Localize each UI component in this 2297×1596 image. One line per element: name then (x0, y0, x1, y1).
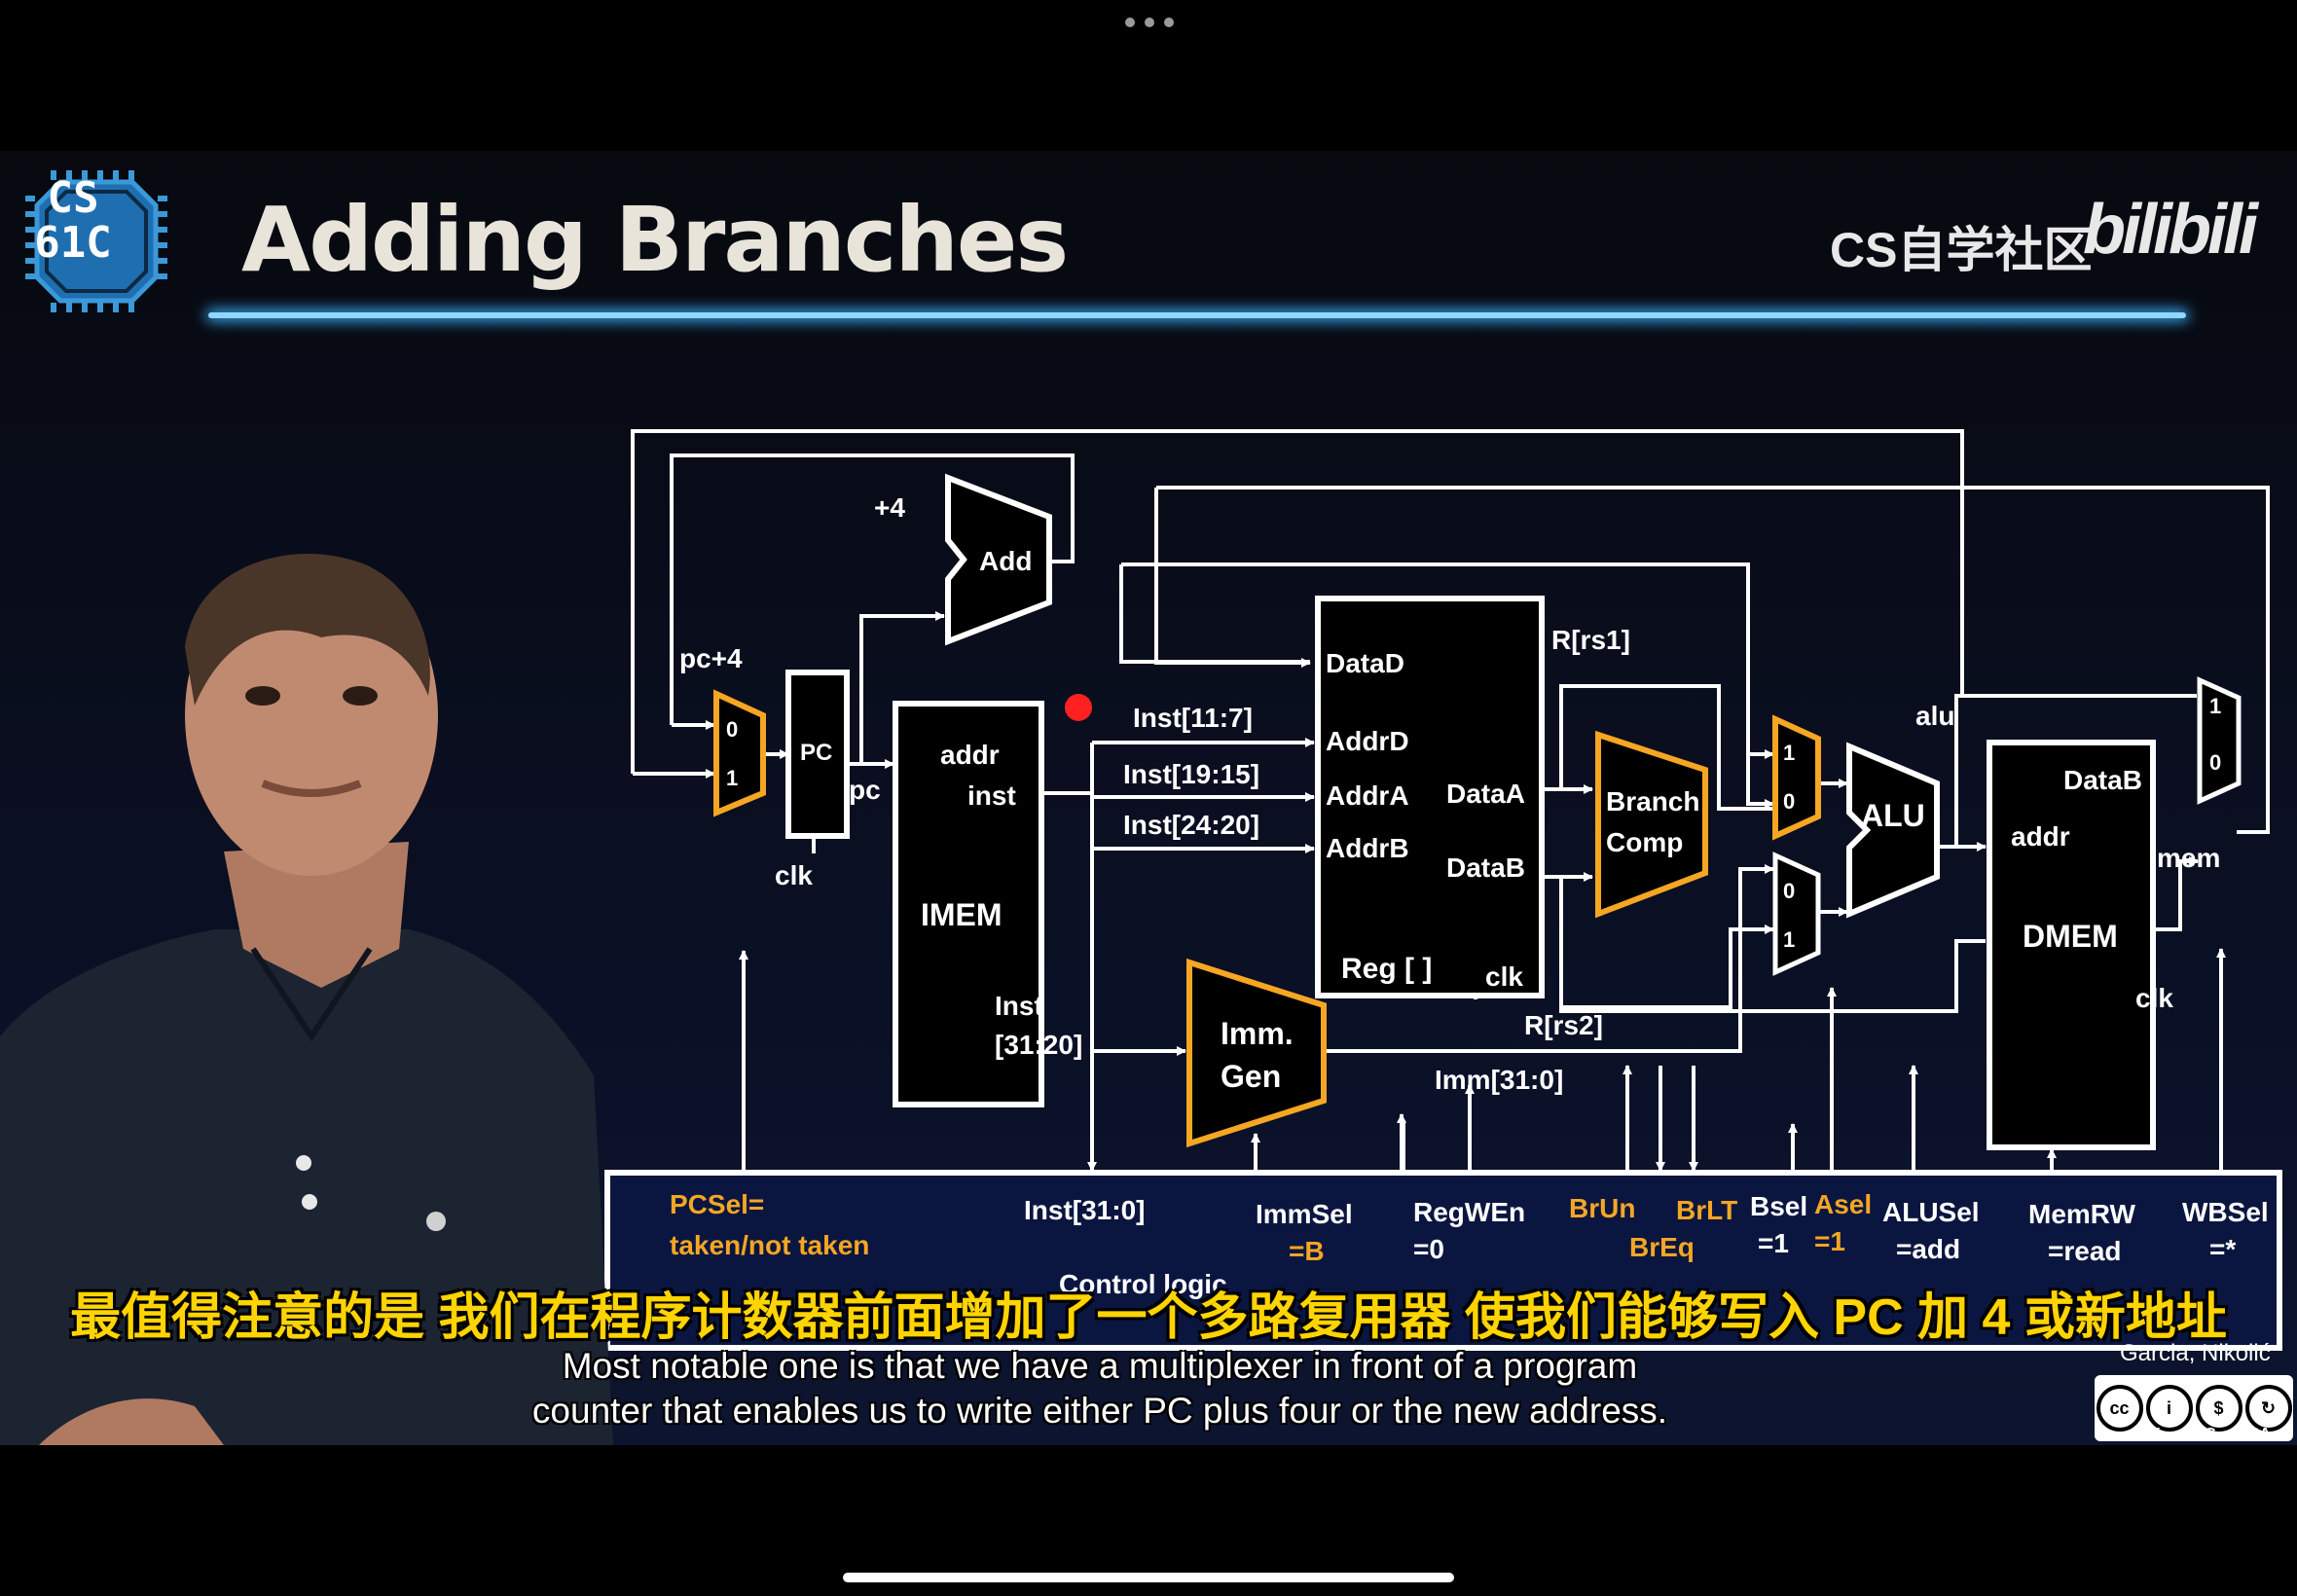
nc-icon: $ (2195, 1385, 2242, 1432)
imem-inst-label: inst (967, 780, 1016, 811)
subtitle-chinese: 最值得注意的是 我们在程序计数器前面增加了一个多路复用器 使我们能够写入 PC … (70, 1289, 2227, 1346)
control-logic-label: Control logic (1059, 1269, 1227, 1299)
immsel-value: =B (1289, 1236, 1325, 1266)
mux-pc-1: 1 (726, 766, 738, 790)
pc-out-label: pc (849, 775, 881, 805)
pc-register-label: PC (800, 740, 832, 766)
addrd-label: AddrD (1326, 726, 1409, 756)
imm-gen-label-2: Gen (1221, 1059, 1281, 1094)
alusel-label: ALUSel (1882, 1197, 1980, 1227)
bsel-value: =1 (1758, 1228, 1789, 1258)
subtitle-english-line1: Most notable one is that we have a multi… (562, 1346, 1638, 1386)
mux-wb-0: 0 (2209, 750, 2221, 775)
r-rs2-label: R[rs2] (1524, 1010, 1603, 1040)
mem-label: mem (2157, 843, 2220, 873)
memrw-value: =read (2048, 1236, 2122, 1266)
branch-comp-label-2: Comp (1606, 827, 1683, 857)
imem-label: IMEM (921, 897, 1003, 932)
laser-pointer (1065, 694, 1092, 721)
breq-label: BrEq (1629, 1232, 1695, 1262)
imm-31-0-label: Imm[31:0] (1435, 1065, 1563, 1095)
branch-comp-label-1: Branch (1606, 786, 1699, 816)
dmem-label: DMEM (2023, 919, 2118, 954)
mux-pc-0: 0 (726, 717, 738, 742)
cc-by-label: BY (2138, 1426, 2161, 1442)
brun-label: BrUn (1569, 1193, 1635, 1223)
regwen-value: =0 (1413, 1234, 1444, 1264)
subtitle-english-line2: counter that enables us to write either … (531, 1391, 1668, 1431)
datab-reg-label: DataB (1446, 852, 1525, 883)
mux-b-0: 0 (1783, 879, 1795, 903)
mux-b-1: 1 (1783, 927, 1795, 952)
cc-sa-label: SA (2248, 1426, 2271, 1442)
inst-11-7-label: Inst[11:7] (1133, 703, 1253, 733)
asel-label: Asel (1814, 1189, 1872, 1219)
author-credit: Garcia, Nikolić (2120, 1340, 2271, 1366)
alu-out-label: alu (1915, 701, 1954, 731)
wbsel-value: =* (2209, 1234, 2236, 1264)
datad-label: DataD (1326, 648, 1404, 678)
add-label: Add (979, 546, 1032, 576)
plus4-label: +4 (874, 492, 905, 523)
brlt-label: BrLT (1676, 1195, 1737, 1225)
control-logic-box (604, 1170, 2282, 1351)
addra-label: AddrA (1326, 780, 1409, 811)
by-icon: i (2145, 1385, 2193, 1432)
control-inst-label: Inst[31:0] (1024, 1195, 1145, 1225)
addrb-label: AddrB (1326, 833, 1409, 863)
regwen-label: RegWEn (1413, 1197, 1525, 1227)
inst-31-20-label: Inst (995, 991, 1043, 1021)
pcsel-label: PCSel= (670, 1189, 764, 1219)
inst-31-20-range: [31:20] (995, 1030, 1082, 1060)
mux-a-0: 0 (1783, 789, 1795, 814)
clk-pc-label: clk (775, 860, 813, 890)
sa-icon: ↻ (2244, 1385, 2292, 1432)
bilibili-logo: bilibili (2083, 191, 2258, 269)
dmem-addr-label: addr (2011, 821, 2070, 852)
subtitle-english: Most notable one is that we have a multi… (389, 1344, 1810, 1433)
home-indicator[interactable] (843, 1573, 1454, 1582)
presenter-video (0, 554, 613, 1445)
immsel-label: ImmSel (1256, 1199, 1353, 1229)
alu-label: ALU (1861, 798, 1925, 833)
alusel-value: =add (1896, 1234, 1960, 1264)
dmem-datab-label: DataB (2063, 765, 2142, 795)
asel-value: =1 (1814, 1226, 1845, 1256)
bsel-label: Bsel (1750, 1191, 1807, 1221)
mux-a-1: 1 (1783, 741, 1795, 765)
memrw-label: MemRW (2028, 1199, 2136, 1229)
pc-plus4-label: pc+4 (679, 643, 743, 673)
inst-24-20-label: Inst[24:20] (1123, 810, 1259, 840)
wbsel-label: WBSel (2182, 1197, 2269, 1227)
clk-dmem-label: clk (2135, 983, 2173, 1013)
dataa-label: DataA (1446, 779, 1525, 809)
mux-wb-1: 1 (2209, 694, 2221, 718)
pcsel-value: taken/not taken (670, 1230, 869, 1260)
cc-icon: cc (2096, 1385, 2143, 1432)
watermark-brand: CS自学社区 (1830, 223, 2093, 277)
cs61c-logo (25, 170, 167, 312)
cc-license-badge: cc i $ ↻ (2095, 1375, 2293, 1441)
cc-nc-label: NC (2193, 1426, 2216, 1442)
reg-label: Reg [ ] (1341, 953, 1432, 985)
slide-title: Adding Branches (241, 188, 1069, 292)
imm-gen-label-1: Imm. (1221, 1016, 1294, 1051)
cc-license-labels: BY NC SA (2122, 1426, 2287, 1443)
r-rs1-label: R[rs1] (1551, 625, 1630, 655)
title-rule (208, 312, 2186, 318)
more-options-icon[interactable] (1125, 18, 1174, 29)
imem-addr-label: addr (940, 740, 1000, 770)
datapath-diagram: +4 Add pc+4 0 1 PC pc clk addr inst IMEM… (604, 429, 2282, 1351)
clk-reg-label: clk (1485, 961, 1523, 992)
inst-19-15-label: Inst[19:15] (1123, 759, 1259, 789)
